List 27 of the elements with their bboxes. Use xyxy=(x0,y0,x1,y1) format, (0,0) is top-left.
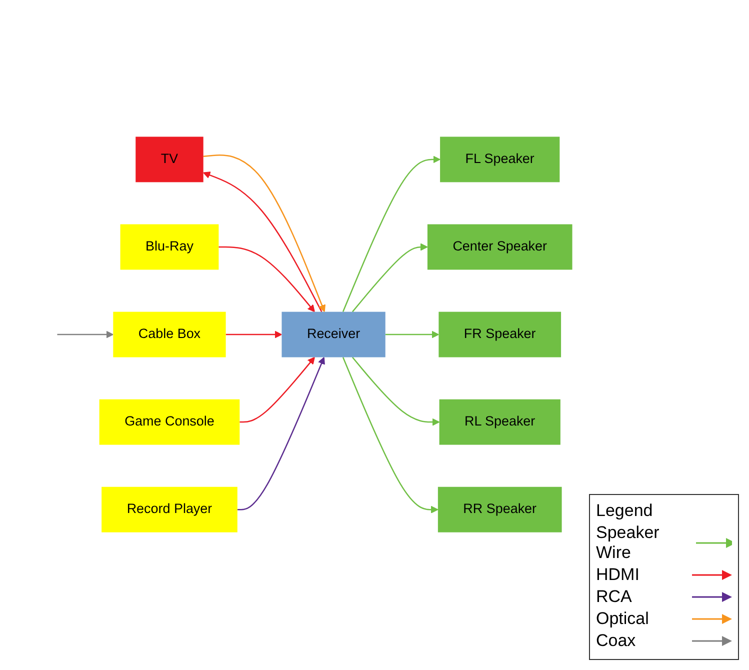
node-box: Blu-Ray xyxy=(120,224,219,270)
arrow xyxy=(57,331,114,339)
arrow xyxy=(385,331,440,339)
legend-text: HDMI xyxy=(596,565,640,585)
arrow xyxy=(237,357,325,511)
node-box: Center Speaker xyxy=(427,224,572,270)
node-box: Record Player xyxy=(102,487,238,533)
arrow xyxy=(226,331,282,339)
arrow xyxy=(218,246,315,313)
node-box: FR Speaker xyxy=(438,312,562,358)
node-box: Cable Box xyxy=(113,312,226,358)
arrow xyxy=(240,357,315,424)
node-box: FL Speaker xyxy=(440,137,560,183)
arrow xyxy=(352,357,440,426)
legend-heading: Legend xyxy=(596,501,654,521)
legend-text: Optical xyxy=(596,609,649,629)
node-box: TV xyxy=(136,137,204,183)
node-box: RL Speaker xyxy=(439,400,560,446)
arrow xyxy=(342,357,438,514)
node-box: Receiver xyxy=(282,312,386,358)
arrow xyxy=(352,244,428,313)
arrow xyxy=(342,156,440,312)
node-box: RR Speaker xyxy=(438,487,562,533)
node-box: Game Console xyxy=(99,400,240,446)
legend-text: Speaker Wire xyxy=(596,523,660,563)
legend-text: RCA xyxy=(596,587,632,607)
legend-text: Coax xyxy=(596,631,636,651)
